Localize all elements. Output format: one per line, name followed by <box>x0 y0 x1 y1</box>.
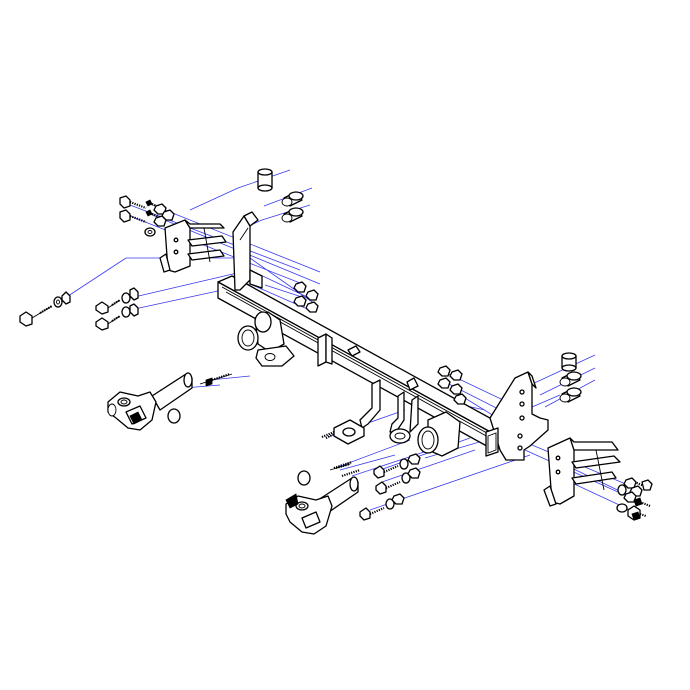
hex-bolt <box>629 478 653 491</box>
hex-nut <box>129 303 139 317</box>
left-tow-arm <box>107 372 193 431</box>
hex-bolt <box>19 305 53 327</box>
hex-bolt <box>119 195 147 210</box>
hex-nut <box>437 377 451 389</box>
hex-nut <box>305 289 319 301</box>
flat-washer <box>121 306 131 318</box>
hex-nut <box>391 493 405 505</box>
center-mounting-plate <box>321 419 365 445</box>
flat-washer <box>385 498 395 510</box>
flat-washer <box>399 458 409 470</box>
spacer-sleeves-right <box>559 352 582 403</box>
hex-nut <box>449 383 463 395</box>
spacer-sleeve <box>257 168 273 192</box>
crossbar-frame <box>217 211 549 461</box>
hardware-cluster-left <box>19 287 139 331</box>
hex-nut <box>407 453 421 465</box>
spacer-sleeve <box>281 207 304 223</box>
hex-bolt <box>375 480 401 495</box>
hex-nut <box>407 467 421 479</box>
hex-bolt <box>359 506 385 521</box>
flat-washer <box>617 484 627 496</box>
hex-nut <box>153 215 167 227</box>
retaining-ring-left <box>167 408 181 424</box>
spacer-sleeves-left <box>257 168 304 223</box>
hex-nut <box>129 287 139 301</box>
spacer-sleeve <box>561 352 577 372</box>
hex-bolt <box>119 209 147 224</box>
hex-nut <box>61 291 71 305</box>
hex-nut <box>293 281 307 293</box>
hex-bolt <box>633 497 651 508</box>
flat-washer <box>144 227 156 237</box>
right-mounting-bracket <box>543 437 621 507</box>
hardware-cluster-center-left <box>293 281 319 313</box>
flat-washer <box>53 296 63 308</box>
hex-nut <box>623 491 637 503</box>
hex-bolt <box>145 209 163 220</box>
flat-washer <box>121 292 131 304</box>
hex-nut <box>449 369 463 381</box>
hardware-cluster-center-right <box>437 365 467 405</box>
spacer-sleeve <box>559 387 582 403</box>
hex-bolt <box>341 468 361 478</box>
hardware-cluster-right <box>616 477 653 521</box>
quick-release-pin-right <box>329 462 351 471</box>
hex-bolt <box>631 511 641 521</box>
right-tow-arm <box>285 476 359 535</box>
hex-bolt <box>325 433 335 439</box>
hardware-cluster-top-left <box>119 195 175 237</box>
flat-washer <box>616 503 628 513</box>
hex-bolt <box>95 299 121 315</box>
spacer-sleeve <box>559 371 582 387</box>
hex-nut <box>453 393 467 405</box>
hex-nut <box>623 477 637 489</box>
hex-bolt <box>333 460 353 470</box>
spacer-sleeve <box>281 191 304 207</box>
hardware-cluster-center <box>325 433 421 521</box>
hex-nut <box>293 295 307 307</box>
left-mounting-bracket <box>159 219 227 273</box>
hex-nut <box>305 301 319 313</box>
quick-release-pin-left <box>199 372 233 387</box>
flat-washer <box>401 472 411 484</box>
hex-nut <box>437 365 451 377</box>
retaining-ring-right <box>297 470 311 486</box>
hex-bolt <box>373 464 399 479</box>
hex-bolt <box>95 315 121 331</box>
